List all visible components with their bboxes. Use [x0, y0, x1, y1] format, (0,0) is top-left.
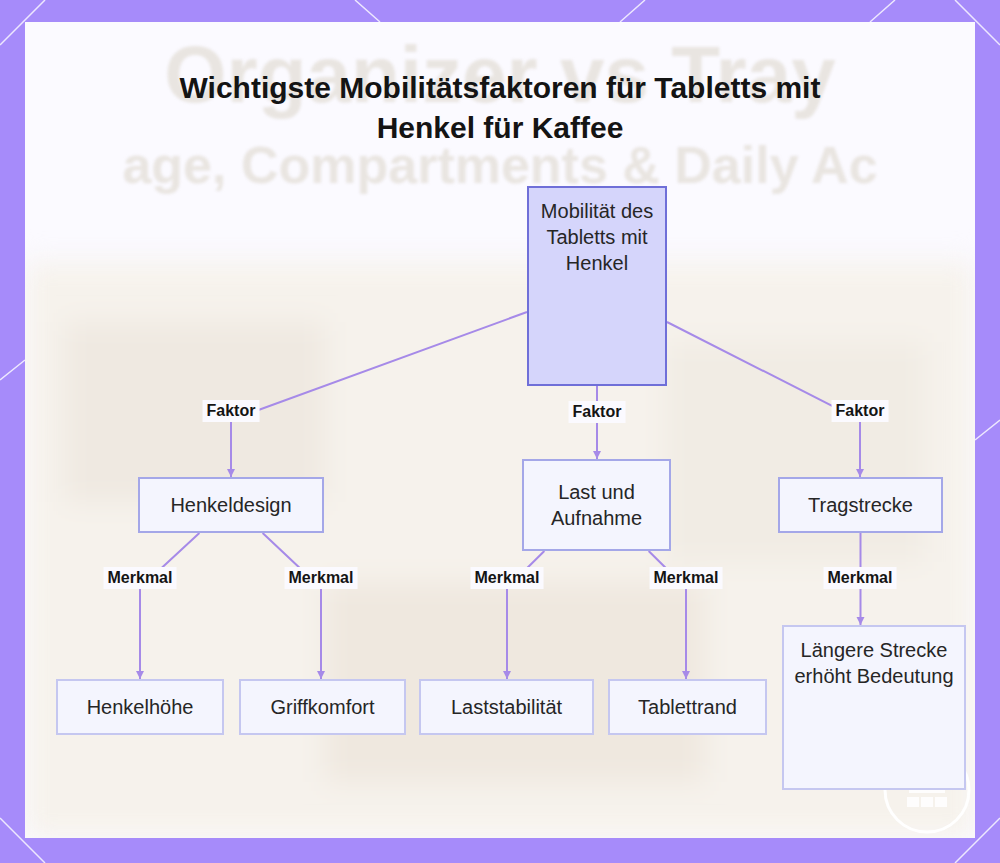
diagram-title: Wichtigste Mobilitätsfaktoren für Tablet… — [150, 68, 850, 148]
concept-box: Henkelhöhe — [56, 679, 224, 735]
concept-box: Laststabilität — [419, 679, 594, 735]
edge-label: Faktor — [203, 400, 260, 422]
box-text: Mobilität des Tabletts mit Henkel — [537, 198, 657, 276]
connector-line — [263, 533, 321, 679]
concept-box: Tablettrand — [608, 679, 767, 735]
root-box: Mobilität des Tabletts mit Henkel — [527, 186, 667, 386]
box-text: Tragstrecke — [808, 492, 913, 518]
concept-box: Last und Aufnahme — [522, 459, 671, 551]
edge-label: Merkmal — [104, 567, 177, 589]
connector-line — [140, 533, 199, 679]
edge-label: Faktor — [569, 401, 626, 423]
edge-label: Merkmal — [285, 567, 358, 589]
edge-label: Merkmal — [471, 567, 544, 589]
box-text: Tablettrand — [638, 694, 737, 720]
connector-line — [231, 312, 527, 477]
concept-box: Griffkomfort — [239, 679, 406, 735]
box-text: Längere Strecke erhöht Bedeutung — [792, 637, 956, 689]
edge-label: Merkmal — [650, 567, 723, 589]
concept-box: Längere Strecke erhöht Bedeutung — [782, 625, 966, 790]
concept-box: Henkeldesign — [138, 477, 324, 533]
box-text: Last und Aufnahme — [532, 479, 661, 531]
concept-box: Tragstrecke — [778, 477, 943, 533]
edge-label: Merkmal — [824, 567, 897, 589]
edge-label: Faktor — [832, 400, 889, 422]
box-text: Henkeldesign — [170, 492, 291, 518]
box-text: Henkelhöhe — [87, 694, 194, 720]
box-text: Laststabilität — [451, 694, 562, 720]
box-text: Griffkomfort — [270, 694, 374, 720]
